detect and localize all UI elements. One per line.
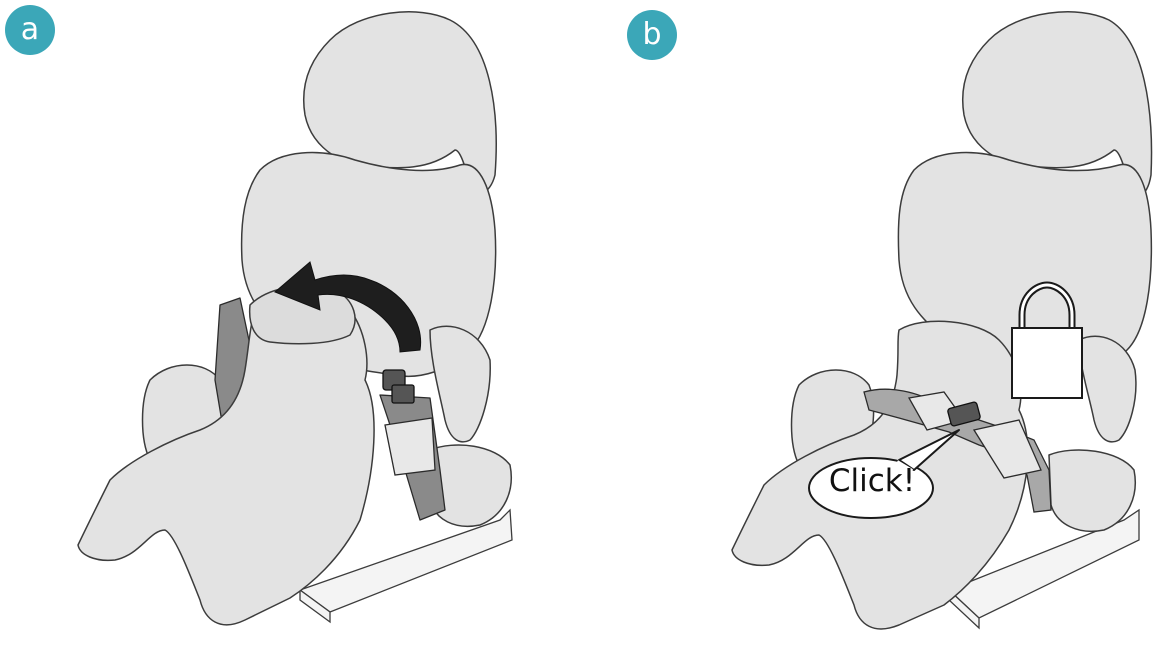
seat-illustration-b — [579, 0, 1158, 652]
side-support-right — [1079, 336, 1136, 442]
panel-b: b — [579, 0, 1158, 652]
click-callout-text: Click! — [811, 463, 933, 499]
seat-illustration-a — [0, 0, 579, 652]
side-support-right — [430, 326, 490, 442]
side-cushion-right — [1049, 450, 1135, 531]
panel-a: a — [0, 0, 579, 652]
right-shoulder-pad — [385, 418, 435, 475]
